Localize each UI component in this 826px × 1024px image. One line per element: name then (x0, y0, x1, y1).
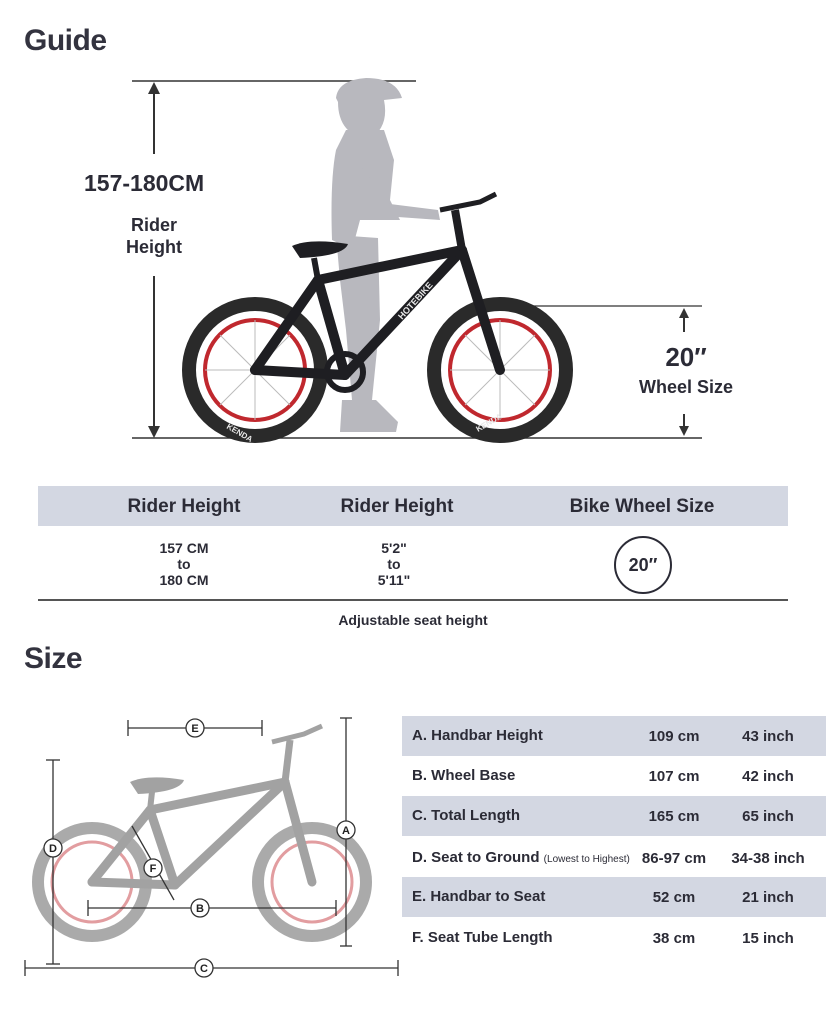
saddle (292, 241, 348, 258)
spec-cm: 38 cm (652, 930, 696, 947)
marker-c-icon (194, 958, 214, 978)
wheel-arrow-down-icon (679, 426, 689, 436)
handlebar (439, 191, 498, 213)
marker-f-icon (143, 858, 163, 878)
spec-cm: 107 cm (648, 768, 700, 785)
marker-e-text: E (191, 723, 198, 735)
header-rider-height-ft: Rider Height (340, 496, 454, 517)
size-seatpost (147, 791, 155, 811)
bike-guide: HOTEBIKE KENDA KENDA (182, 191, 573, 444)
rider-silhouette (331, 78, 440, 432)
frame-brand-text: HOTEBIKE (396, 280, 435, 321)
spec-row-wheel-base: B. Wheel Base 107 cm 42 inch (402, 756, 826, 796)
marker-d-icon (43, 838, 63, 858)
chainring (324, 351, 366, 393)
rider-height-label-line2: Height (126, 237, 182, 257)
size-front-tire (252, 822, 372, 942)
rider-height-label: Rider Height (106, 214, 202, 258)
spec-row-seat-tube-length: F. Seat Tube Length 38 cm 15 inch (402, 918, 826, 958)
table-divider (38, 599, 788, 601)
rider-height-label-line1: Rider (130, 215, 177, 235)
front-tire (427, 297, 573, 443)
rider-height-range: 157-180CM (84, 170, 205, 196)
stem (451, 209, 466, 251)
marker-b-text: B (196, 903, 204, 915)
spec-row-seat-to-ground: D. Seat to Ground (Lowest to Highest) 86… (402, 838, 826, 878)
size-rear-tire (32, 822, 152, 942)
wheel-arrow-up-icon (679, 308, 689, 318)
size-title: Size (24, 642, 83, 675)
spec-inch: 21 inch (742, 889, 794, 906)
size-frame (87, 777, 317, 890)
spec-row-handbar-height: A. Handbar Height 109 cm 43 inch (402, 716, 826, 756)
height-ft-to: to (387, 556, 401, 572)
spec-inch: 65 inch (742, 808, 794, 825)
height-cm-to: to (177, 556, 191, 572)
wheel-size-badge: 20″ (614, 536, 672, 594)
spec-row-handbar-to-seat: E. Handbar to Seat 52 cm 21 inch (402, 877, 826, 917)
spec-inch: 42 inch (742, 768, 794, 785)
wheel-size-label: Wheel Size (638, 377, 734, 397)
spec-cm: 52 cm (652, 889, 696, 906)
spec-label: F. Seat Tube Length (412, 929, 553, 946)
bike-frame (250, 245, 505, 380)
arrow-down-icon (148, 426, 160, 438)
spec-inch: 43 inch (742, 728, 794, 745)
guide-illustration: HOTEBIKE KENDA KENDA (132, 78, 702, 444)
adjustable-seat-note: Adjustable seat height (338, 612, 488, 628)
height-ft-max: 5'11" (377, 572, 411, 588)
marker-a-icon (336, 820, 356, 840)
header-rider-height-cm: Rider Height (127, 496, 241, 517)
dimension-markers: E A D F B C (43, 718, 356, 978)
marker-f-text: F (150, 863, 157, 875)
header-bike-wheel-size: Bike Wheel Size (569, 496, 715, 517)
spec-label: B. Wheel Base (412, 767, 516, 784)
marker-d-text: D (49, 843, 57, 855)
spec-label: A. Handbar Height (412, 727, 543, 744)
size-rear-rim (50, 840, 134, 924)
rider-height-ft-cell: 5'2" to 5'11" (334, 540, 454, 588)
spec-label: D. Seat to Ground (412, 849, 540, 866)
spec-cm: 109 cm (648, 728, 700, 745)
height-ft-min: 5'2" (381, 540, 407, 556)
size-table-header: Rider Height Rider Height Bike Wheel Siz… (38, 486, 788, 526)
size-handlebar (271, 723, 324, 745)
marker-b-icon (190, 898, 210, 918)
marker-c-text: C (200, 963, 208, 975)
spec-label-wrap: D. Seat to Ground (Lowest to Highest) (412, 849, 630, 866)
spec-cm: 86-97 cm (641, 850, 707, 867)
size-diagram: E A D F B C (24, 717, 399, 978)
size-front-rim (270, 840, 354, 924)
guide-title: Guide (24, 24, 107, 57)
height-cm-min: 157 CM (159, 540, 209, 556)
spec-label: E. Handbar to Seat (412, 888, 546, 905)
wheel-size-value: 20″ (665, 342, 707, 372)
spec-inch: 34-38 inch (731, 850, 805, 867)
faded-bike (32, 723, 372, 942)
marker-a-text: A (342, 825, 350, 837)
arrow-up-icon (148, 82, 160, 94)
spec-cm: 165 cm (648, 808, 700, 825)
size-stem (281, 739, 294, 783)
rider-height-cm-cell: 157 CM to 180 CM (124, 540, 244, 588)
spec-inch: 15 inch (742, 930, 794, 947)
spec-sublabel: (Lowest to Highest) (543, 854, 630, 865)
size-saddle (130, 777, 184, 794)
spec-label: C. Total Length (412, 807, 521, 824)
marker-e-icon (185, 718, 205, 738)
seatpost (311, 257, 321, 281)
height-cm-max: 180 CM (159, 572, 209, 588)
spec-row-total-length: C. Total Length 165 cm 65 inch (402, 796, 826, 836)
